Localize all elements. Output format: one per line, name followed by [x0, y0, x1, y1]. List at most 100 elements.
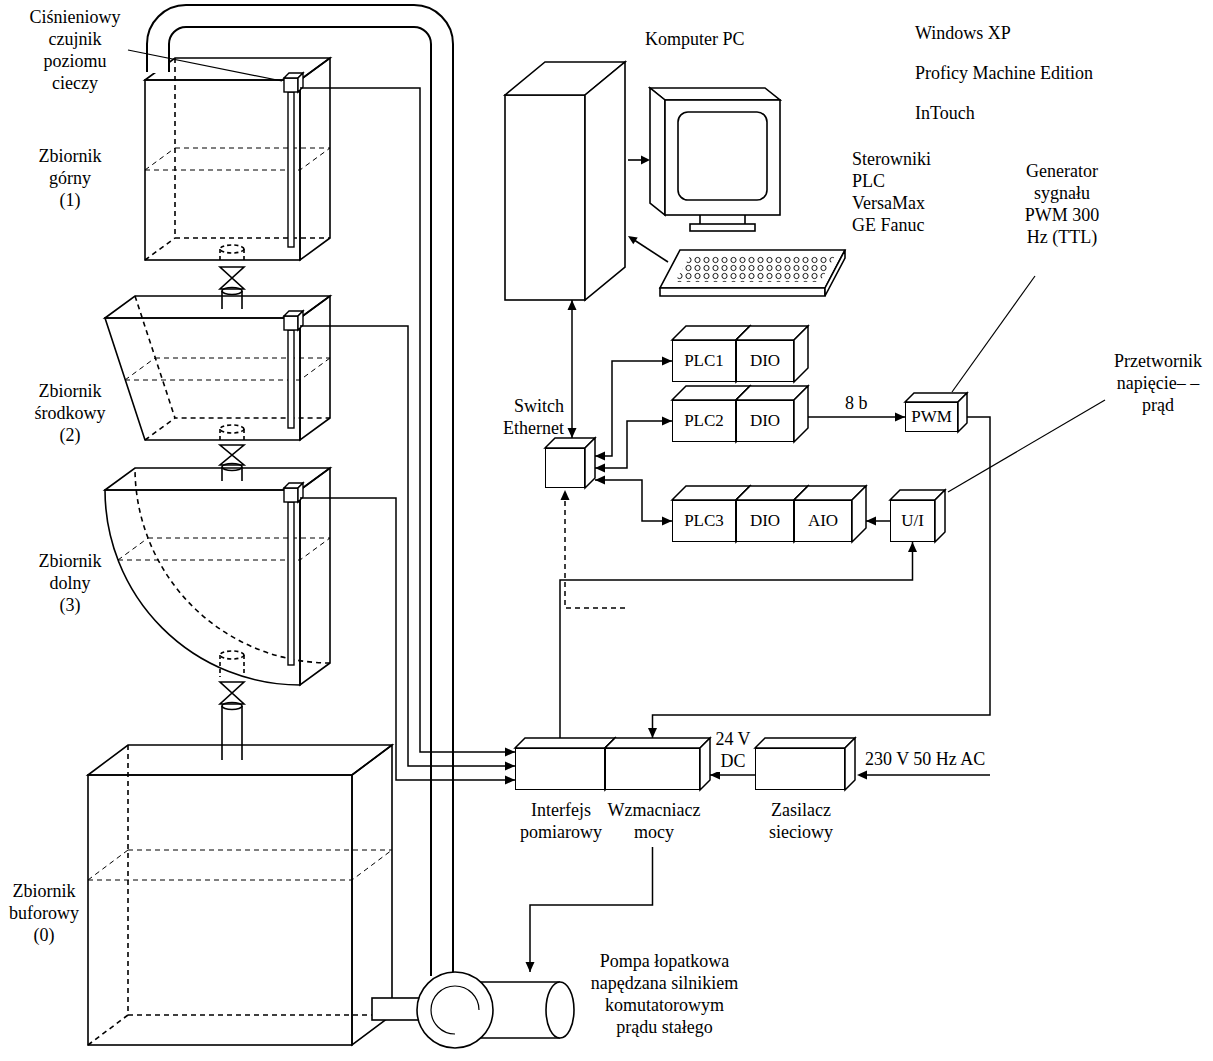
connector [300, 498, 515, 785]
tank-top [88, 745, 392, 775]
box-top-face [755, 738, 855, 748]
power-supply: Zasilacz sieciowy [755, 748, 845, 790]
connector [300, 326, 515, 771]
arrow-head [662, 417, 672, 426]
outlet-pipe [222, 703, 242, 710]
box-label: PWM [911, 406, 952, 428]
computer-illustration [505, 62, 845, 300]
outlet-hidden [220, 249, 244, 262]
sensor-head [284, 488, 298, 502]
outlet-hidden [220, 425, 244, 433]
box-label: PLC2 [684, 410, 724, 432]
outside-label: Zasilacz sieciowy [751, 799, 851, 843]
middle-tank: Zbiornik środkowy (2) [105, 318, 300, 440]
tank-front [145, 80, 300, 260]
outlet-pipe [222, 706, 242, 760]
sensor-head [298, 483, 303, 502]
dio-module: DIO [736, 400, 794, 442]
box-top-face [605, 738, 710, 748]
box-side-face [935, 490, 945, 542]
box-label: DIO [750, 410, 780, 432]
tank-front [105, 490, 300, 685]
outlet-hidden [220, 655, 244, 677]
pwm-caption: Generator sygnału PWM 300 Hz (TTL) [1018, 160, 1106, 248]
tank-side [300, 468, 330, 685]
monitor-case [650, 88, 665, 215]
outlet-hidden [220, 429, 244, 442]
outlet-pipe [222, 464, 242, 471]
sensor-head [284, 316, 298, 330]
keyboard [660, 288, 825, 296]
converter-caption: Przetwornik napięcie– –prąd [1108, 350, 1208, 416]
arrow-head [662, 517, 672, 526]
valve-symbol [220, 445, 244, 465]
connector-line [595, 421, 672, 468]
leader-line [128, 50, 282, 81]
arrow-head [561, 490, 570, 500]
dio-module: DIO [736, 500, 794, 542]
lower-tank: Zbiornik dolny (3) [105, 490, 300, 685]
sensor-callout: Ciśnieniowy czujnik poziomu cieczy [25, 6, 125, 94]
pc-tower [505, 95, 585, 300]
converter-box: U/I [890, 500, 935, 542]
water-level [118, 538, 330, 560]
outside-label: Switch Ethernet [479, 395, 564, 439]
valve-symbol [220, 682, 244, 704]
box-side-face [794, 386, 808, 442]
tank-side [300, 296, 330, 440]
arrow-head [908, 542, 917, 552]
connector-line [560, 542, 913, 738]
arrow-head [628, 236, 638, 244]
box-label: DIO [750, 510, 780, 532]
vane-pump: Pompa łopatkowa napędzana silnikiem komu… [417, 972, 574, 1048]
riser-pipe [158, 16, 442, 977]
box-side-face [700, 738, 710, 790]
box-label: PLC3 [684, 510, 724, 532]
connector [595, 357, 672, 461]
software-name: Proficy Machine Edition [915, 62, 1093, 84]
monitor-stand [690, 224, 755, 231]
arrow-head [595, 476, 605, 485]
box-side-face [845, 738, 855, 790]
sensor-rod [288, 502, 294, 665]
outside-label: Komputer PC [645, 28, 745, 50]
software-name: Windows XP [915, 22, 1011, 44]
buffer-tank: Zbiornik buforowy (0) [88, 775, 352, 1045]
connector-line [808, 416, 905, 418]
arrow-head [568, 300, 577, 310]
box-top-face [515, 738, 615, 748]
box-side-face [794, 326, 808, 382]
sensor-head [284, 78, 298, 92]
ethernet-switch: Switch Ethernet [545, 448, 585, 488]
leader-lines [128, 50, 1105, 492]
connector [866, 517, 890, 526]
arrow-head [505, 776, 515, 785]
water-level [125, 358, 330, 380]
signal-arrow [635, 241, 668, 263]
pump-volute [431, 986, 479, 1034]
connector [648, 417, 990, 738]
plc-caption: Sterowniki PLC VersaMax GE Fanuc [852, 148, 944, 236]
connector [560, 542, 917, 738]
outside-label: Interfejs pomiarowy [511, 799, 611, 843]
monitor-stand [700, 215, 745, 224]
aio-module: AIO [794, 500, 852, 542]
sensor-head [298, 73, 303, 92]
tank-group [88, 58, 392, 1045]
arrow-head [526, 962, 535, 972]
monitor-case [665, 100, 780, 215]
arrow-head [505, 762, 515, 771]
outlet-hidden [220, 651, 244, 659]
outlet-pipe [222, 288, 242, 295]
dio-module: DIO [736, 340, 794, 382]
connector-line [300, 326, 515, 766]
sensor-rod [288, 330, 294, 428]
connector-line [300, 498, 515, 780]
connector [595, 417, 672, 473]
sensor-head [298, 311, 303, 330]
level-sensors [284, 73, 303, 665]
outside-label: Zbiornik buforowy (0) [8, 880, 80, 946]
